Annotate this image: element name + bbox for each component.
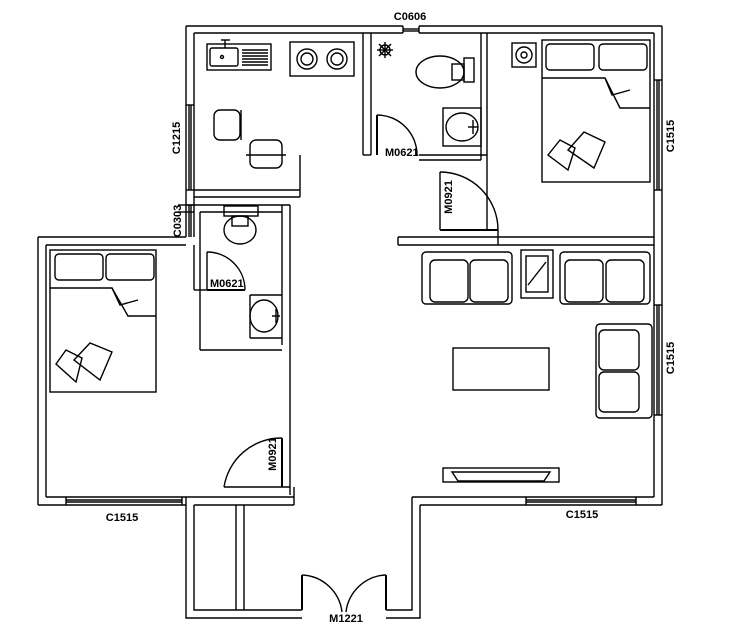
doors (206, 114, 499, 613)
label-m0621-left: M0621 (210, 278, 244, 290)
basin (442, 107, 482, 147)
kitchen-chair (246, 139, 286, 169)
label-c1515-right-top: C1515 (665, 120, 677, 152)
kitchen-stove (289, 41, 355, 77)
fan (511, 42, 537, 68)
window-c1515-right-mid (654, 304, 662, 416)
tv-unit (442, 467, 560, 483)
bed-right (541, 39, 651, 183)
toilet (415, 55, 475, 89)
interior-walls (178, 33, 654, 495)
label-m0621-top: M0621 (385, 147, 419, 159)
cabinet (520, 249, 554, 299)
sofa-right (559, 251, 651, 305)
label-c1515-bottom-right: C1515 (566, 509, 598, 521)
door-m0621-left (206, 251, 246, 291)
window-c1515-bottom-left (65, 497, 183, 505)
coffee-table (452, 347, 550, 391)
bedroom-right-fixtures (511, 39, 651, 183)
door-m0921-left (223, 437, 290, 488)
window-c1515-right-top (654, 79, 662, 191)
kitchen-fixtures (206, 39, 355, 169)
door-m0921-center (439, 171, 499, 231)
kitchen-sink (206, 39, 272, 71)
labels: C0606 C1215 C0303 M0621 M0921 M0621 M092… (106, 11, 677, 625)
door-m1221 (301, 574, 387, 613)
bath-left-fixtures (223, 205, 280, 333)
window-c1215 (186, 104, 194, 191)
basin (249, 299, 280, 333)
exterior-walls (37, 25, 663, 619)
sofa-left (421, 251, 513, 305)
label-c0606: C0606 (394, 11, 426, 23)
living-fixtures (421, 249, 653, 483)
kitchen-chair (213, 109, 242, 141)
sofa-side (595, 323, 653, 419)
label-c1515-right-mid: C1515 (665, 342, 677, 374)
label-c1215: C1215 (171, 122, 183, 154)
window-c0303 (186, 204, 194, 237)
label-c1515-bottom-left: C1515 (106, 512, 138, 524)
bath-top-fixtures (377, 42, 482, 147)
toilet (223, 205, 259, 245)
door-m0621-top (376, 114, 418, 156)
label-m0921-left: M0921 (267, 437, 279, 471)
ceiling-light (377, 42, 393, 58)
window-c1515-bottom-right (525, 497, 637, 505)
label-m0921-center: M0921 (443, 180, 455, 214)
label-m1221: M1221 (329, 613, 363, 625)
window-c0606 (402, 26, 420, 33)
label-c0303: C0303 (172, 205, 184, 237)
windows (65, 26, 662, 505)
bedroom-left-fixtures (49, 249, 157, 393)
bed-left (49, 249, 157, 393)
